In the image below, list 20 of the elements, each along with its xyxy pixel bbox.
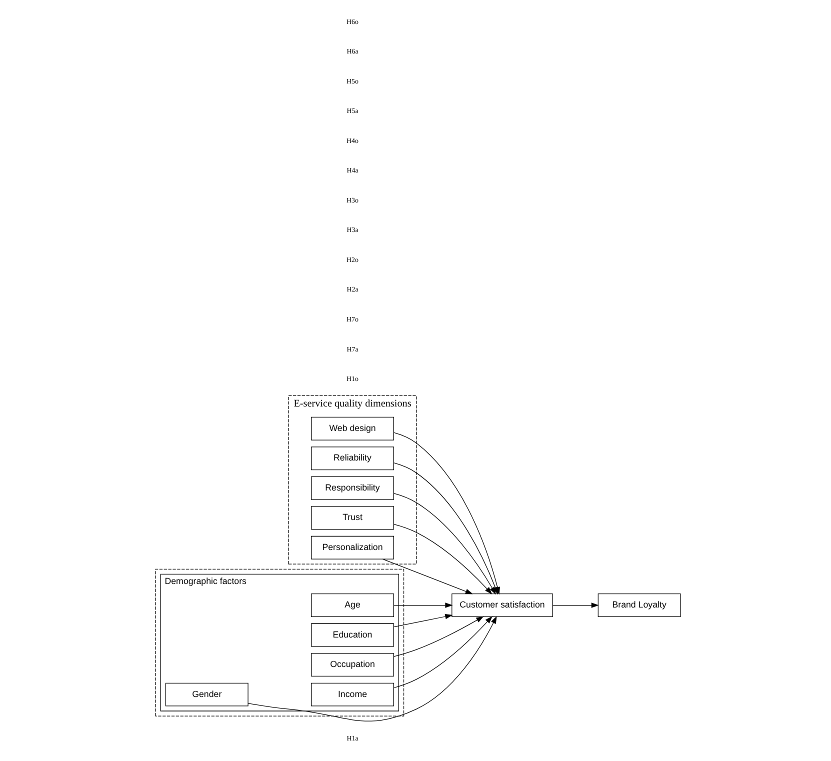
arrow	[248, 616, 497, 722]
node-box: Income	[311, 682, 394, 706]
arrow	[393, 616, 492, 688]
arrow	[552, 602, 599, 608]
arrow	[393, 524, 492, 594]
arrow	[393, 493, 496, 595]
arrow	[393, 614, 453, 628]
node-box: Occupation	[311, 653, 394, 676]
node-box: Age	[311, 594, 394, 617]
arrow	[382, 558, 474, 594]
node-box: Personalization	[311, 536, 394, 560]
node-box: Education	[311, 623, 394, 647]
node-box: Reliability	[311, 446, 394, 470]
arrow	[393, 602, 453, 608]
node-box: Brand Loyalty	[598, 594, 681, 617]
node-box: Web design	[311, 416, 394, 440]
node-box: Customer satisfaction	[452, 594, 553, 617]
node-box: Trust	[311, 506, 394, 530]
node-box: Gender	[165, 682, 248, 706]
node-box: Responsibility	[311, 476, 394, 500]
